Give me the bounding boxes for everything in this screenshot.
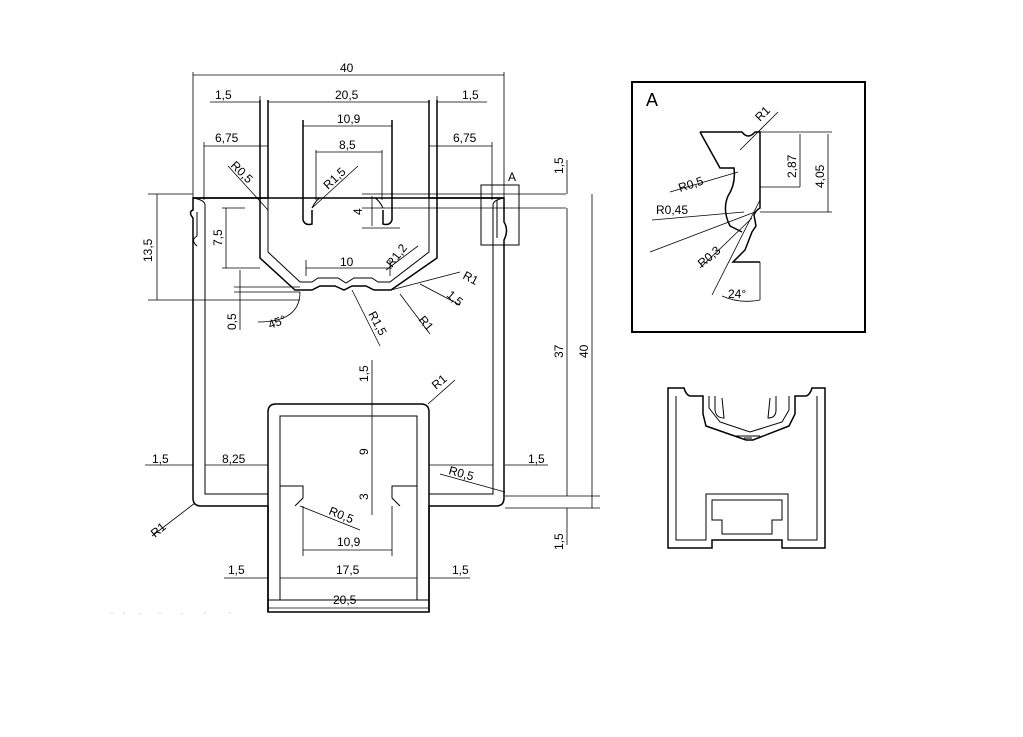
dimension-lines	[145, 72, 600, 612]
dim-40-top: 40	[340, 61, 354, 75]
dim-17-5: 17,5	[336, 563, 360, 577]
dim-6-75-left: 6,75	[215, 131, 239, 145]
detail-radius-r0-45: R0,45	[656, 203, 688, 217]
dim-13-5: 13,5	[141, 238, 155, 262]
radius-r0-5-slot: R0,5	[327, 504, 356, 527]
detail-dim-4-05: 4,05	[813, 164, 827, 188]
dim-1-5-right: 1,5	[528, 452, 545, 466]
thumbnail-outer	[667, 387, 826, 549]
detail-radius-r1: R1	[752, 103, 773, 124]
dim-10-9-bottom: 10,9	[337, 535, 361, 549]
dim-8-25: 8,25	[222, 452, 246, 466]
stray-marks	[111, 612, 231, 615]
thumbnail-center-bump	[736, 435, 760, 439]
radius-r1-lower: R1	[416, 313, 437, 334]
profile-thumbnail	[667, 387, 826, 549]
radius-r1-corner: R1	[148, 520, 169, 541]
dim-1-5-diagonal: 1,5	[444, 288, 466, 310]
radius-r1-5-top: R1,5	[320, 164, 348, 192]
inner-wall-left	[204, 205, 268, 495]
main-view-labels: 40 1,5 20,5 1,5 10,9 8,5 6,75 6,75 R0,5 …	[141, 61, 591, 607]
dim-40-right: 40	[577, 344, 591, 358]
dim-37: 37	[552, 344, 566, 358]
dim-1-5-tr: 1,5	[462, 88, 479, 102]
radius-r1-2: R1,2	[383, 241, 410, 270]
detail-radius-r0-5: R0,5	[677, 174, 706, 195]
dim-6-75-right: 6,75	[453, 131, 477, 145]
detail-a-view: A R1 2,87 4,05 R0,5 R0,45 R0,3 24°	[631, 81, 866, 333]
angle-45: 45°	[266, 312, 288, 331]
dim-1-5-bottom-left: 1,5	[228, 563, 245, 577]
upper-channel-inner	[267, 198, 430, 284]
central-slot	[302, 120, 393, 226]
dim-9: 9	[357, 448, 371, 455]
dim-1-5-right-top: 1,5	[552, 157, 566, 174]
dim-10: 10	[340, 255, 354, 269]
dim-20-5-top: 20,5	[335, 88, 359, 102]
dim-1-5-tl: 1,5	[215, 88, 232, 102]
detail-angle-24: 24°	[728, 287, 746, 301]
profile-main-view: A	[189, 100, 520, 613]
lower-t-slot	[267, 403, 430, 612]
thumbnail-inner	[675, 396, 818, 541]
dim-4: 4	[351, 208, 365, 215]
detail-radius-r0-3: R0,3	[695, 243, 724, 270]
dim-1-5-left: 1,5	[152, 452, 169, 466]
detail-a-profile	[699, 131, 761, 263]
dim-3: 3	[357, 493, 371, 500]
dim-10-9-top: 10,9	[337, 112, 361, 126]
dim-20-5-bottom: 20,5	[333, 593, 357, 607]
inner-wall-right	[429, 205, 494, 495]
dim-0-5: 0,5	[225, 313, 239, 330]
wall-corners	[192, 197, 505, 206]
detail-a-border	[631, 81, 866, 333]
detail-a-frame	[480, 184, 520, 246]
detail-dim-2-87: 2,87	[785, 154, 799, 178]
dim-8-5: 8,5	[339, 138, 356, 152]
slot-fillets	[311, 197, 384, 209]
radius-r1-slot: R1	[429, 372, 450, 393]
detail-a-title: A	[646, 90, 658, 110]
radius-r1-right: R1	[461, 268, 481, 288]
radius-r0-5-top-left: R0,5	[228, 158, 256, 186]
dim-7-5: 7,5	[211, 229, 225, 246]
dim-1-5-right-bottom: 1,5	[552, 533, 566, 550]
radius-r0-5-right: R0,5	[447, 463, 475, 483]
dim-1-5-mid: 1,5	[357, 365, 371, 382]
detail-a-marker: A	[508, 170, 516, 184]
left-notch	[193, 212, 198, 247]
lower-t-slot-inner	[279, 415, 418, 600]
dim-1-5-bottom-right: 1,5	[452, 563, 469, 577]
